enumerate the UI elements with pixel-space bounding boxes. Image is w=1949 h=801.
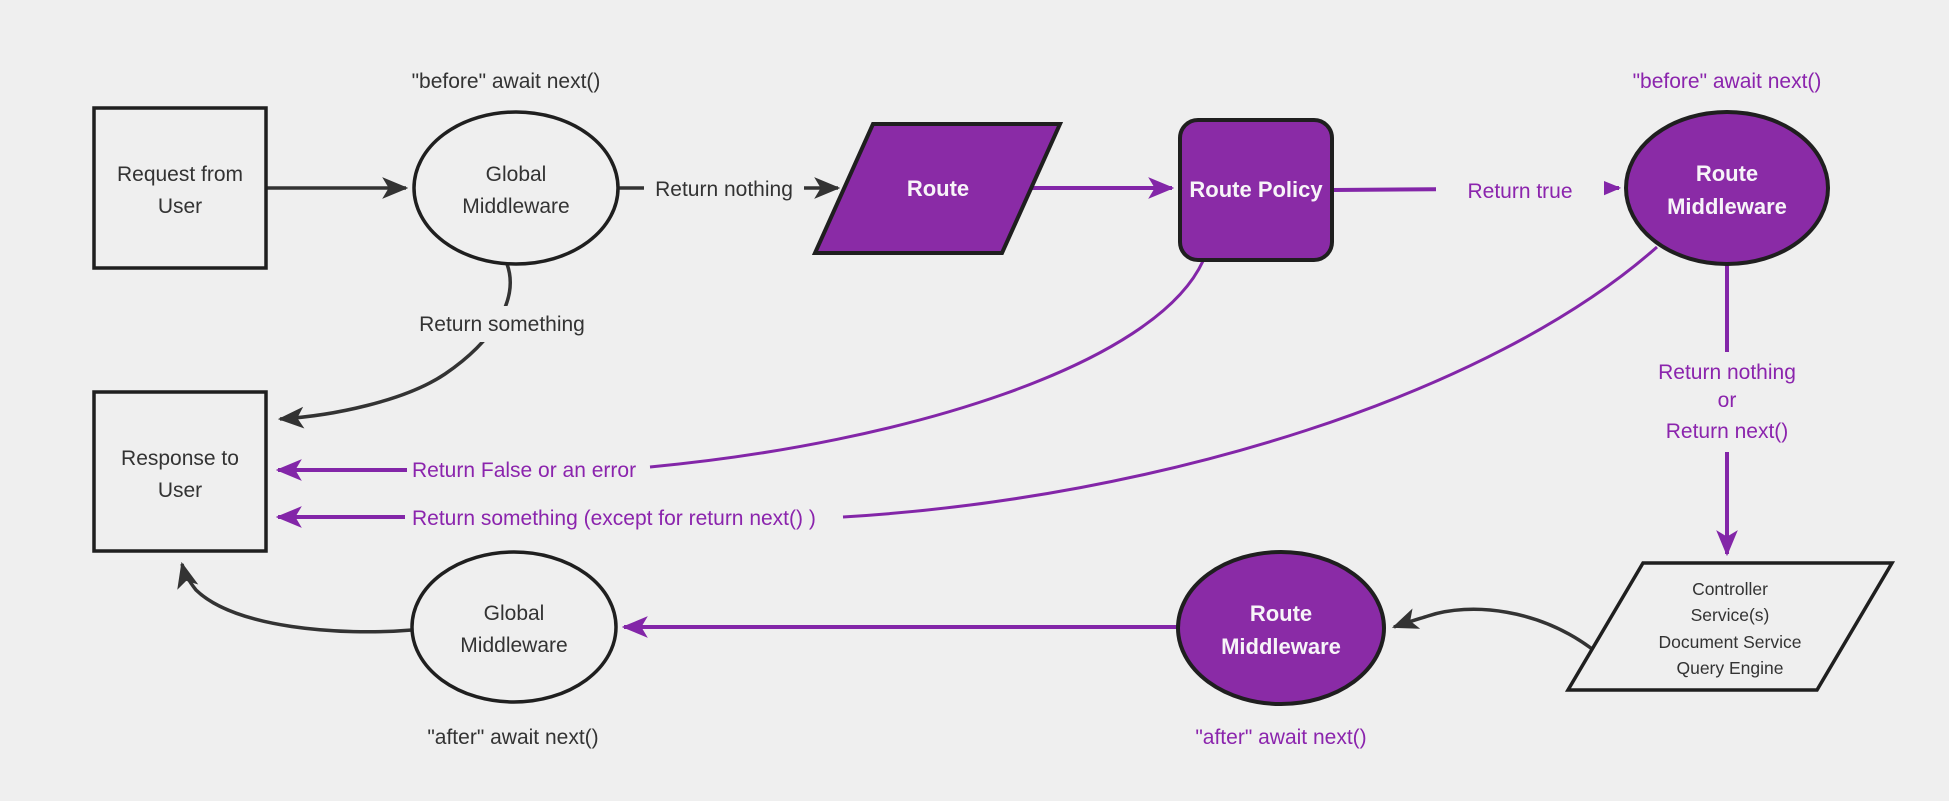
node-request-from-user: Request from User [92, 106, 268, 270]
node-route-middleware-bottom: Route Middleware [1176, 550, 1386, 706]
route-middleware-top-ellipse [1624, 110, 1830, 266]
response-label-line1: Response to [121, 447, 239, 470]
global-middleware-bottom-line2: Middleware [460, 634, 567, 657]
node-global-middleware-top: Global Middleware [412, 110, 620, 266]
route-label: Route [907, 176, 969, 201]
label-return-false-or-error: Return False or an error [412, 459, 636, 482]
label-return-something: Return something [402, 306, 602, 342]
label-return-nothing-bg [644, 170, 804, 206]
label-return-true-bg [1436, 174, 1604, 208]
node-response-to-user: Response to User [92, 390, 268, 553]
svg-text:or: or [1718, 389, 1737, 412]
label-return-something-bg [402, 306, 602, 342]
label-after-await-next-black: "after" await next() [427, 726, 598, 749]
route-policy-label: Route Policy [1189, 177, 1323, 202]
global-middleware-bottom-ellipse [410, 550, 618, 704]
global-middleware-top-line1: Global [486, 163, 547, 186]
svg-text:Return nothing: Return nothing [1658, 361, 1796, 384]
svg-text:Return next(): Return next() [1666, 420, 1789, 443]
route-middleware-bottom-ellipse [1176, 550, 1386, 706]
global-middleware-top-line2: Middleware [462, 195, 569, 218]
edge-controller-to-route-middleware-bottom [1391, 607, 1598, 654]
edge-route-middleware-return-something-curve [842, 245, 1658, 519]
svg-text:Return true: Return true [1467, 180, 1572, 203]
svg-text:Return something: Return something [419, 313, 585, 336]
edge-global-middleware-return-something [277, 263, 512, 429]
label-return-nothing: Return nothing [644, 170, 804, 206]
route-policy-box [1178, 118, 1334, 262]
label-return-true: Return true [1436, 174, 1604, 208]
request-box [92, 106, 268, 270]
route-middleware-top-line1: Route [1696, 161, 1758, 186]
route-middleware-bottom-line1: Route [1250, 601, 1312, 626]
response-label-line2: User [158, 479, 202, 502]
node-global-middleware-bottom: Global Middleware [410, 550, 618, 704]
controller-line4: Query Engine [1676, 658, 1783, 678]
node-controller-services: Controller Service(s) Document Service Q… [1564, 561, 1896, 692]
label-before-await-next-right: "before" await next() [1633, 70, 1822, 93]
node-route-policy: Route Policy [1178, 118, 1334, 262]
label-after-await-next-purple: "after" await next() [1195, 726, 1366, 749]
controller-line2: Service(s) [1691, 605, 1770, 625]
svg-text:Return nothing: Return nothing [655, 178, 793, 201]
controller-parallelogram [1564, 561, 1896, 692]
response-box [92, 390, 268, 553]
node-route-middleware-top: Route Middleware [1624, 110, 1830, 266]
route-middleware-top-line2: Middleware [1667, 194, 1787, 219]
controller-line3: Document Service [1659, 632, 1802, 652]
request-label-line2: User [158, 195, 202, 218]
label-return-nothing-or-next: Return nothing or Return next() [1640, 352, 1815, 452]
label-return-nothing-or-next-bg [1640, 352, 1815, 452]
label-return-something-except: Return something (except for return next… [412, 507, 816, 530]
controller-line1: Controller [1692, 579, 1768, 599]
node-route: Route [811, 122, 1064, 255]
request-label-line1: Request from [117, 163, 243, 186]
label-before-await-next-top: "before" await next() [412, 70, 601, 93]
edge-global-middleware-bottom-to-response [177, 561, 413, 634]
global-middleware-bottom-line1: Global [484, 602, 545, 625]
route-parallelogram [811, 122, 1064, 255]
route-middleware-bottom-line2: Middleware [1221, 634, 1341, 659]
global-middleware-top-ellipse [412, 110, 620, 266]
edge-route-policy-return-false-curve [649, 260, 1205, 469]
